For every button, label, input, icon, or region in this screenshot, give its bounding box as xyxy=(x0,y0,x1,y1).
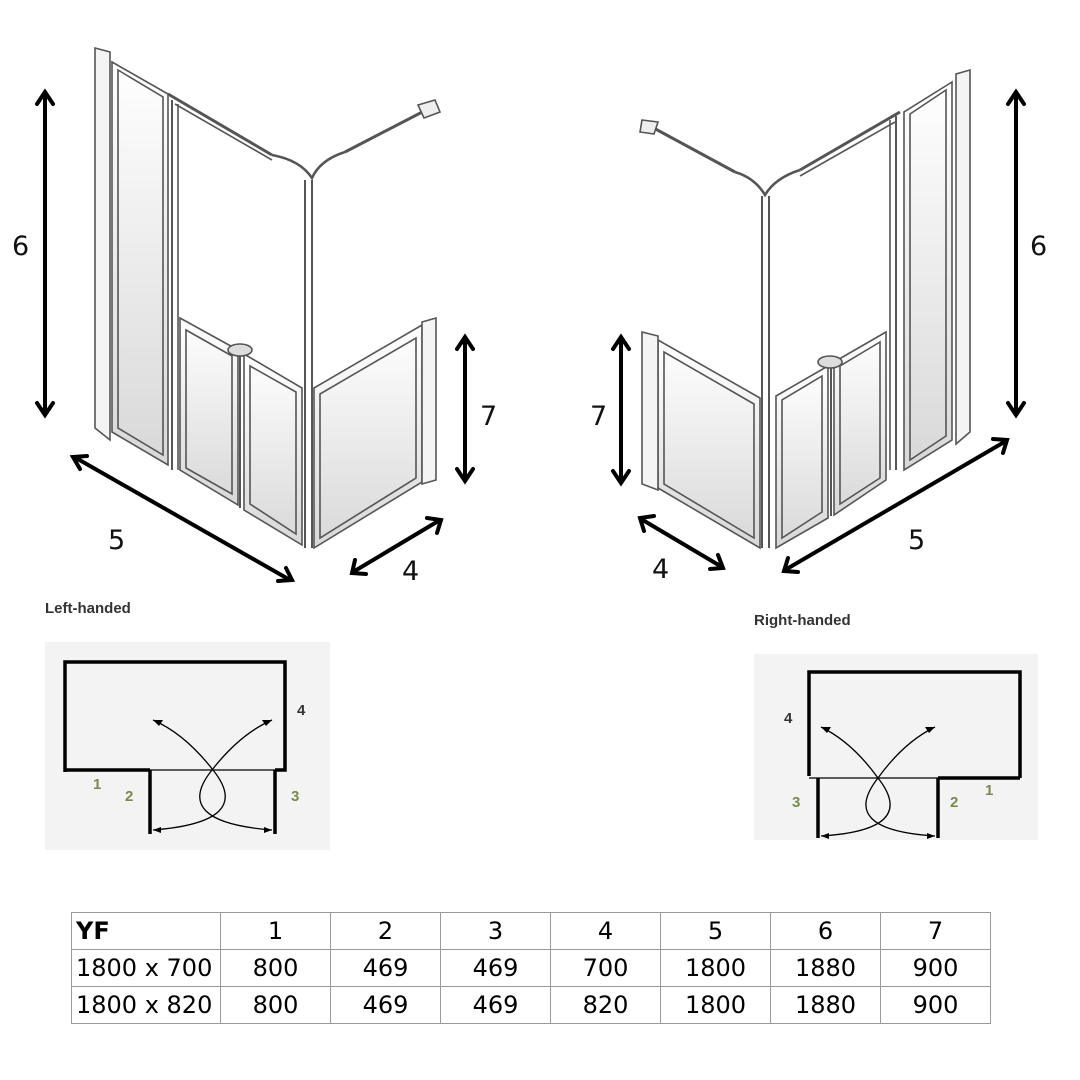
right-handed-plan: 4 3 2 1 xyxy=(754,654,1038,840)
left-dim-label-7: 7 xyxy=(480,401,498,432)
table-header-cell: 4 xyxy=(550,912,661,950)
table-cell: 1880 xyxy=(770,949,881,987)
dim-arrow-4-right xyxy=(639,517,724,569)
left-plan-drawing xyxy=(63,660,287,834)
right-dim-label-4: 4 xyxy=(652,554,670,585)
table-cell: 800 xyxy=(220,986,331,1024)
table-cell: 1800 xyxy=(660,986,771,1024)
right-dim-label-6: 6 xyxy=(1030,231,1048,262)
table-cell: 1800 x 700 xyxy=(71,949,221,987)
dim-arrow-4-left xyxy=(351,518,442,574)
table-cell: 469 xyxy=(330,986,441,1024)
left-plan-number-1: 1 xyxy=(93,776,102,793)
right-dim-label-7: 7 xyxy=(590,401,608,432)
left-plan-number-3: 3 xyxy=(291,788,300,805)
table-cell: 1800 x 820 xyxy=(71,986,221,1024)
table-cell: 469 xyxy=(440,949,551,987)
table-cell: 800 xyxy=(220,949,331,987)
left-dim-label-6: 6 xyxy=(12,231,30,262)
left-handed-title: Left-handed xyxy=(45,600,131,617)
right-plan-number-1: 1 xyxy=(985,782,994,799)
table-cell: 1800 xyxy=(660,949,771,987)
right-plan-number-2: 2 xyxy=(950,794,959,811)
dim-arrow-5-left xyxy=(74,456,292,582)
table-cell: 900 xyxy=(880,949,991,987)
right-plan-number-4: 4 xyxy=(784,710,793,727)
left-plan-number-2: 2 xyxy=(125,788,134,805)
left-plan-number-4: 4 xyxy=(297,702,306,719)
left-dimension-arrows xyxy=(35,88,475,583)
table-row: 1800 x 820 800 469 469 820 1800 1880 900 xyxy=(71,986,991,1024)
table-cell: 469 xyxy=(440,986,551,1024)
right-plan-drawing xyxy=(807,670,1022,839)
table-header-row: YF 1 2 3 4 5 6 7 xyxy=(71,912,991,950)
left-handed-plan: 1 2 3 4 xyxy=(45,642,330,850)
left-dim-label-4: 4 xyxy=(402,556,420,587)
table-cell: 900 xyxy=(880,986,991,1024)
table-header-cell: 7 xyxy=(880,912,991,950)
table-header-cell: 6 xyxy=(770,912,881,950)
right-dim-label-5: 5 xyxy=(908,525,926,556)
right-plan-number-3: 3 xyxy=(792,794,801,811)
enclosure-illustration xyxy=(35,46,1026,583)
dim-arrow-5-right xyxy=(783,439,1008,572)
table-cell: 820 xyxy=(550,986,661,1024)
table-cell: 469 xyxy=(330,949,441,987)
left-enclosure xyxy=(94,46,442,550)
right-handed-title: Right-handed xyxy=(754,612,851,629)
table-cell: 700 xyxy=(550,949,661,987)
table-header-cell: 3 xyxy=(440,912,551,950)
dimensions-table: YF 1 2 3 4 5 6 7 1800 x 700 800 469 469 … xyxy=(71,912,991,1024)
table-header-cell: 5 xyxy=(660,912,771,950)
right-enclosure xyxy=(639,68,971,550)
table-header-cell: 1 xyxy=(220,912,331,950)
table-cell: 1880 xyxy=(770,986,881,1024)
right-dimension-arrows xyxy=(611,88,1026,574)
table-row: 1800 x 700 800 469 469 700 1800 1880 900 xyxy=(71,949,991,987)
table-header-cell: 2 xyxy=(330,912,441,950)
left-dim-label-5: 5 xyxy=(108,525,126,556)
table-header-cell: YF xyxy=(71,912,221,950)
